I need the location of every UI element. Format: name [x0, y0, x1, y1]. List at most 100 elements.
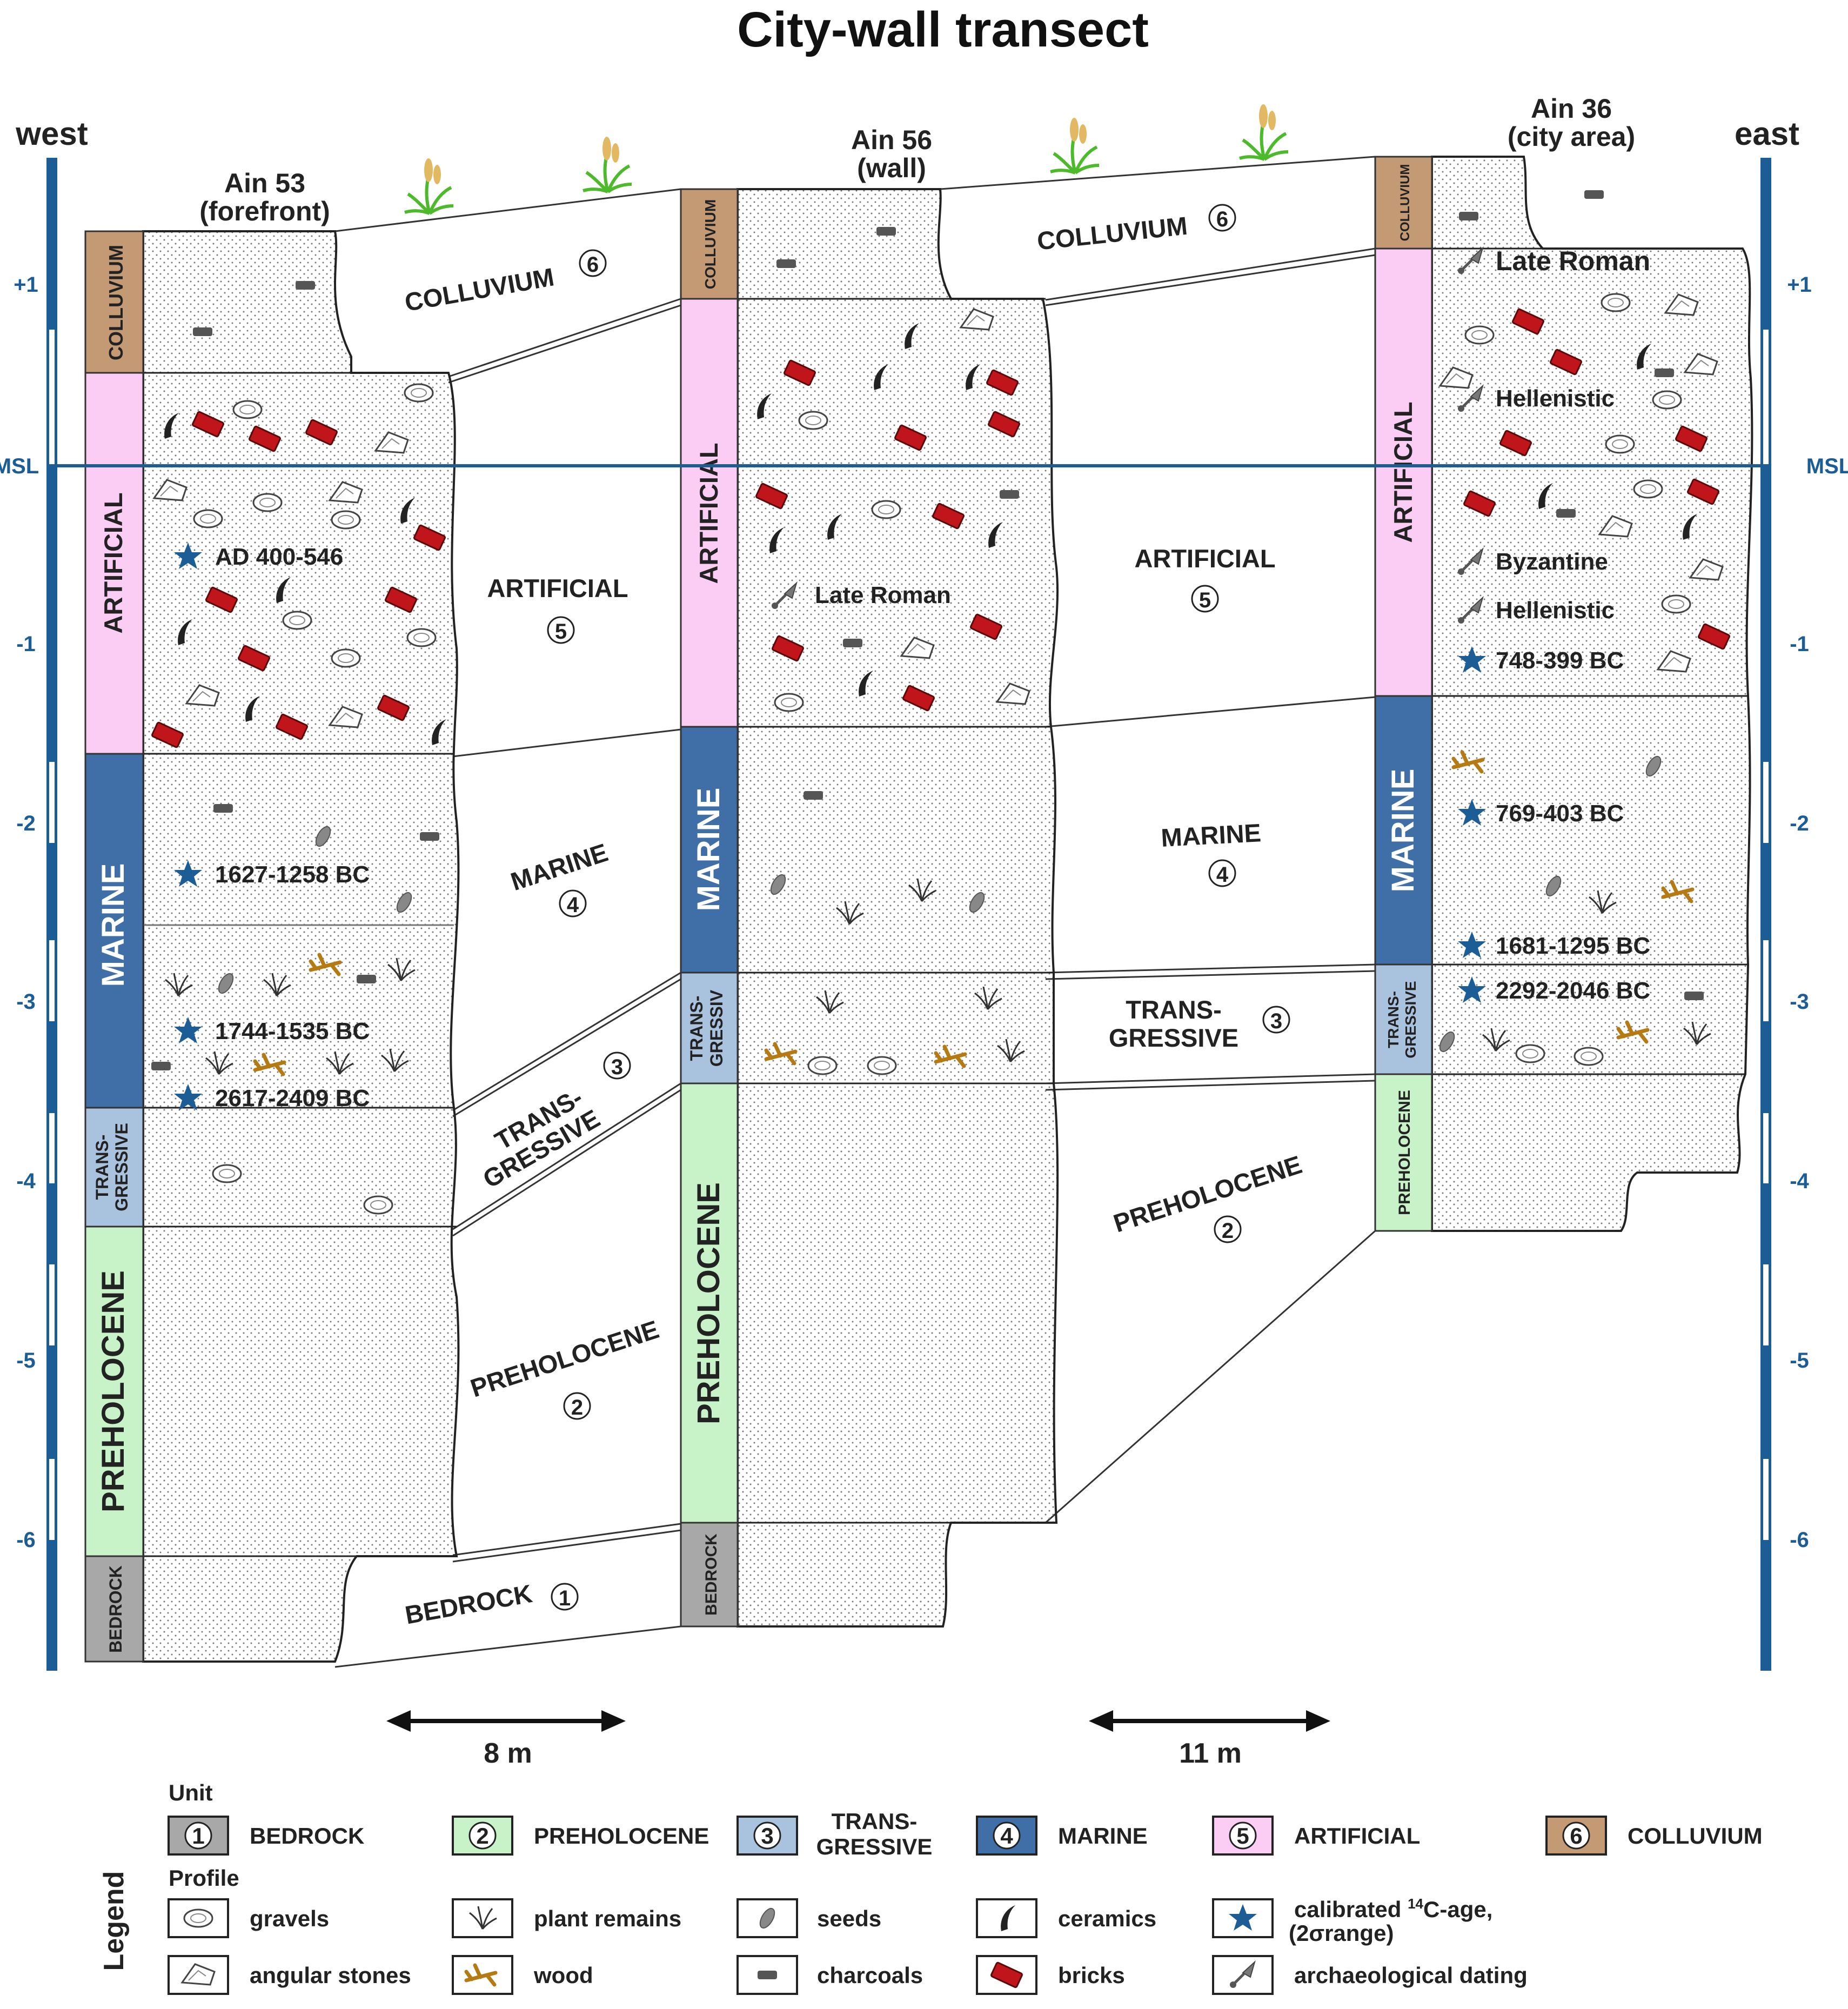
correlation-lines	[334, 156, 1376, 1668]
diagram-title: City-wall transect	[737, 2, 1149, 57]
legend-seeds: seeds	[817, 1906, 881, 1931]
corr-colluvium-right: COLLUVIUM	[1036, 211, 1189, 256]
corr-preholocene-left: PREHOLOCENE	[467, 1315, 662, 1403]
ain36-unit-trans2: GRESSIVE	[1402, 981, 1419, 1058]
legend-unit3-label2: GRESSIVE	[816, 1834, 933, 1859]
tick-plus1-left: +1	[14, 273, 38, 297]
legend-profile-heading: Profile	[169, 1865, 239, 1891]
legend-unit2-label: PREHOLOCENE	[534, 1823, 709, 1849]
ain53-unit-trans1: TRANS-	[92, 1135, 112, 1200]
scale-left-label: 8 m	[484, 1738, 532, 1769]
grass-icon	[1240, 104, 1288, 159]
ain36-unit-marine: MARINE	[1385, 769, 1421, 893]
ain53-date-1: AD 400-546	[215, 544, 343, 570]
ain56-unit-trans1: TRANS-	[687, 996, 706, 1061]
ain36-archaeo-1: Late Roman	[1496, 246, 1650, 276]
corr-artificial-right: ARTIFICIAL	[1134, 544, 1275, 573]
ain53-unit-bedrock: BEDROCK	[106, 1565, 125, 1653]
tick-minus1-left: -1	[16, 632, 36, 656]
west-label: west	[15, 116, 88, 152]
tick-minus5-right: -5	[1790, 1349, 1809, 1372]
legend-unit4-num: 4	[1000, 1823, 1013, 1849]
ain53-date-3: 1744-1535 BC	[215, 1018, 370, 1044]
legend-unit-heading: Unit	[169, 1780, 213, 1805]
ain36-date-1: 748-399 BC	[1496, 647, 1624, 674]
ain56-unit-artificial: ARTIFICIAL	[694, 443, 723, 584]
legend-unit1-label: BEDROCK	[250, 1823, 364, 1849]
legend-wood: wood	[533, 1963, 593, 1988]
ain36-unit-preholocene: PREHOLOCENE	[1396, 1090, 1414, 1215]
tick-minus2-right: -2	[1790, 812, 1809, 835]
profile-ain56-name: Ain 56	[851, 125, 932, 155]
legend-unit4-label: MARINE	[1058, 1823, 1148, 1849]
legend-title: Legend	[98, 1871, 130, 1971]
ain53-date-2: 1627-1258 BC	[215, 861, 370, 888]
legend-unit6-num: 6	[1570, 1823, 1582, 1849]
corr-trans1-right: TRANS-	[1126, 995, 1222, 1024]
tick-plus1-right: +1	[1787, 273, 1812, 297]
corr-num5-right: 5	[1199, 588, 1211, 612]
tick-minus5-left: -5	[16, 1349, 36, 1372]
msl-label-right: MSL	[1806, 454, 1848, 478]
tick-minus6-right: -6	[1790, 1528, 1809, 1552]
ain53-unit-marine: MARINE	[96, 863, 131, 987]
profile-ain53-sub: (forefront)	[199, 196, 330, 226]
legend: Legend Unit Profile 1 BEDROCK 2 PREHOLOC…	[98, 1780, 1763, 1995]
gravel-icon	[183, 1908, 213, 1928]
legend-c14: calibrated 14C-age,	[1294, 1896, 1492, 1922]
tick-minus2-left: -2	[16, 812, 36, 835]
corr-num4-right: 4	[1216, 863, 1229, 887]
ain53-unit-colluvium: COLLUVIUM	[105, 245, 127, 360]
ain36-date-2: 769-403 BC	[1496, 800, 1624, 827]
right-depth-axis	[1760, 158, 1771, 1671]
legend-unit3-label: TRANS-	[832, 1809, 918, 1834]
legend-unit3-num: 3	[761, 1823, 773, 1849]
corr-bedrock: BEDROCK	[403, 1579, 534, 1629]
corr-artificial-left: ARTIFICIAL	[487, 574, 628, 602]
ain56-unit-bedrock: BEDROCK	[702, 1533, 720, 1616]
corr-trans2-right: GRESSIVE	[1109, 1023, 1238, 1052]
ain56-archaeo-1: Late Roman	[815, 582, 951, 608]
legend-c14-tail: C-age,	[1423, 1897, 1492, 1922]
scale-right-label: 11 m	[1179, 1738, 1242, 1769]
corr-num6-left: 6	[587, 253, 599, 277]
ain56-unit-colluvium: COLLUVIUM	[702, 199, 719, 289]
legend-plant: plant remains	[534, 1906, 681, 1931]
legend-bricks: bricks	[1058, 1963, 1125, 1988]
tick-minus4-left: -4	[16, 1169, 36, 1193]
legend-angular: angular stones	[250, 1963, 411, 1988]
legend-unit2-num: 2	[476, 1823, 488, 1849]
legend-unit5-num: 5	[1236, 1823, 1249, 1849]
legend-c14-range: (2σrange)	[1289, 1920, 1394, 1946]
grass-icon	[1050, 118, 1099, 173]
legend-c14-prefix: calibrated	[1294, 1897, 1408, 1922]
scale-arrow-left	[386, 1710, 626, 1732]
ain36-archaeo-4: Hellenistic	[1496, 597, 1615, 624]
legend-archaeo: archaeological dating	[1294, 1963, 1528, 1988]
profile-ain53	[84, 230, 460, 1663]
ain36-archaeo-2: Hellenistic	[1496, 385, 1615, 412]
ain53-unit-artificial: ARTIFICIAL	[99, 492, 128, 633]
profile-ain53-name: Ain 53	[224, 168, 305, 198]
ain36-unit-colluvium: COLLUVIUM	[1398, 164, 1412, 242]
legend-charcoals: charcoals	[817, 1963, 923, 1988]
corr-num5-left: 5	[555, 620, 567, 644]
east-label: east	[1735, 116, 1799, 152]
corr-num6-right: 6	[1216, 207, 1228, 231]
tick-minus6-left: -6	[16, 1528, 36, 1552]
ain56-unit-marine: MARINE	[691, 788, 726, 912]
grass-icon	[405, 158, 453, 213]
corr-marine-right: MARINE	[1160, 818, 1262, 852]
charcoal-icon	[758, 1971, 777, 1979]
ain36-date-4: 2292-2046 BC	[1496, 977, 1650, 1004]
legend-c14-sup: 14	[1408, 1896, 1423, 1912]
legend-ceramics: ceramics	[1058, 1906, 1156, 1931]
corr-num2-left: 2	[571, 1396, 583, 1419]
corr-marine-left: MARINE	[507, 838, 612, 896]
ain36-archaeo-3: Byzantine	[1496, 548, 1608, 575]
ain56-unit-preholocene: PREHOLOCENE	[691, 1182, 726, 1424]
corr-num2-right: 2	[1222, 1219, 1234, 1243]
corr-num1: 1	[559, 1586, 571, 1610]
profile-ain36	[1374, 156, 1753, 1232]
